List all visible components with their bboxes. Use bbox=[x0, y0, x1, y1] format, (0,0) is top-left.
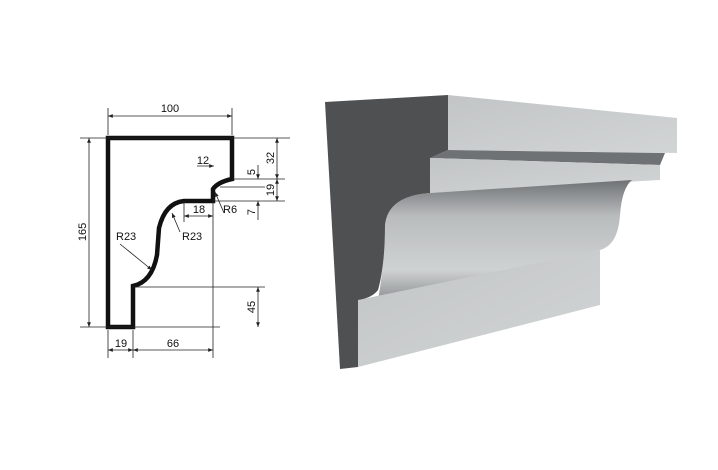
dim-radius-cove-lower: R23 bbox=[116, 231, 136, 243]
profile-section bbox=[105, 135, 235, 330]
cove-face bbox=[378, 180, 632, 300]
dimension-lines bbox=[80, 108, 290, 358]
dim-radius-cove-upper: R23 bbox=[182, 231, 202, 243]
dim-lower-step: 7 bbox=[246, 209, 258, 215]
dim-cove-width: 66 bbox=[167, 338, 179, 350]
dim-step-depth: 12 bbox=[197, 155, 209, 167]
dimension-labels: 100 165 32 5 19 7 45 19 66 12 18 R6 R23 … bbox=[77, 103, 277, 350]
top-band-face bbox=[448, 95, 677, 153]
dim-radius-small: R6 bbox=[223, 204, 237, 216]
fillet-shadow bbox=[430, 150, 665, 165]
dim-step-height: 19 bbox=[265, 184, 277, 196]
dim-fillet-offset: 5 bbox=[246, 169, 258, 175]
cornice-3d-render bbox=[325, 95, 677, 369]
middle-band-face bbox=[430, 158, 660, 193]
bottom-band-face bbox=[358, 250, 600, 367]
dim-bottom-band: 45 bbox=[246, 301, 258, 313]
dim-width-top: 100 bbox=[161, 103, 179, 115]
dim-base-width: 19 bbox=[115, 338, 127, 350]
dim-height-total: 165 bbox=[77, 223, 89, 241]
dim-top-band: 32 bbox=[265, 152, 277, 164]
end-face bbox=[325, 95, 448, 369]
dim-cove-step: 18 bbox=[193, 204, 205, 216]
